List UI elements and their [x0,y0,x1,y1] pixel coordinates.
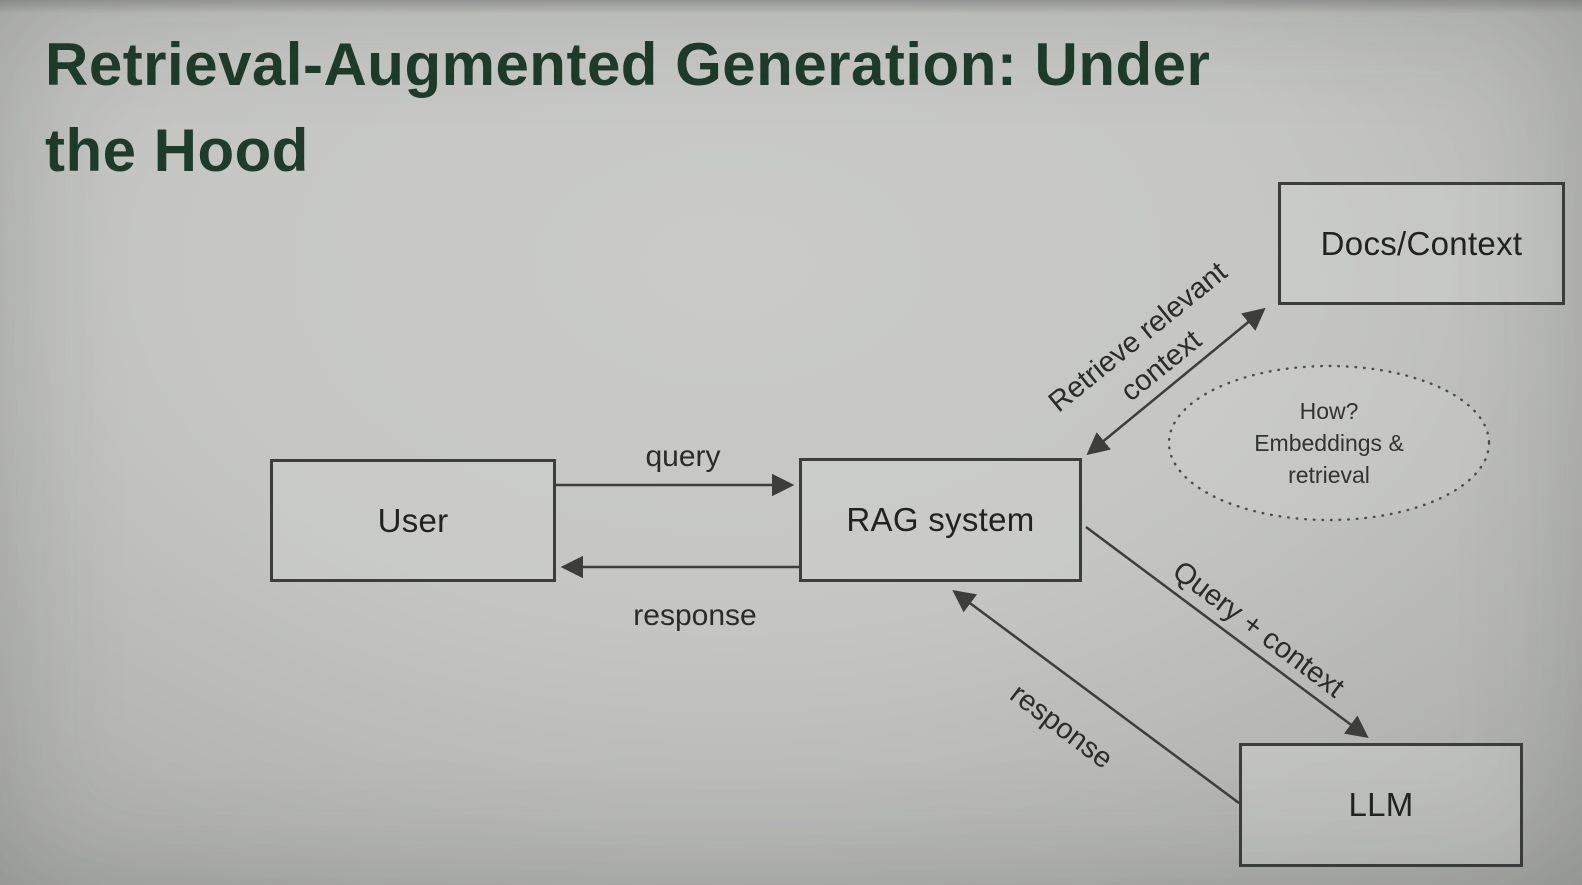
node-docs-context: Docs/Context [1278,182,1565,305]
node-llm-label: LLM [1348,786,1414,823]
annotation-line2: Embeddings & [1254,430,1404,456]
slide-title-line1: Retrieval-Augmented Generation: Under [45,31,1211,98]
edge-response-llm-arrow [952,589,1240,805]
node-rag-system-label: RAG system [846,501,1035,538]
annotation-line3: retrieval [1288,462,1370,488]
annotation-line1: How? [1299,398,1359,424]
node-rag-system: RAG system [799,458,1082,582]
node-user: User [270,459,556,582]
node-llm: LLM [1239,743,1523,867]
edge-response-user-label: response [633,599,757,632]
edge-query-label: query [645,440,721,473]
node-user-label: User [377,501,449,539]
annotation-text: How? Embeddings & retrieval [1254,395,1404,491]
annotation-ellipse [1167,364,1491,522]
edge-retrieve-arrow [1086,307,1266,456]
edge-query-context-arrow [1085,525,1369,739]
slide-title: Retrieval-Augmented Generation: Under th… [45,22,1210,194]
node-docs-context-label: Docs/Context [1320,224,1523,262]
slide-title-line2: the Hood [45,117,309,184]
